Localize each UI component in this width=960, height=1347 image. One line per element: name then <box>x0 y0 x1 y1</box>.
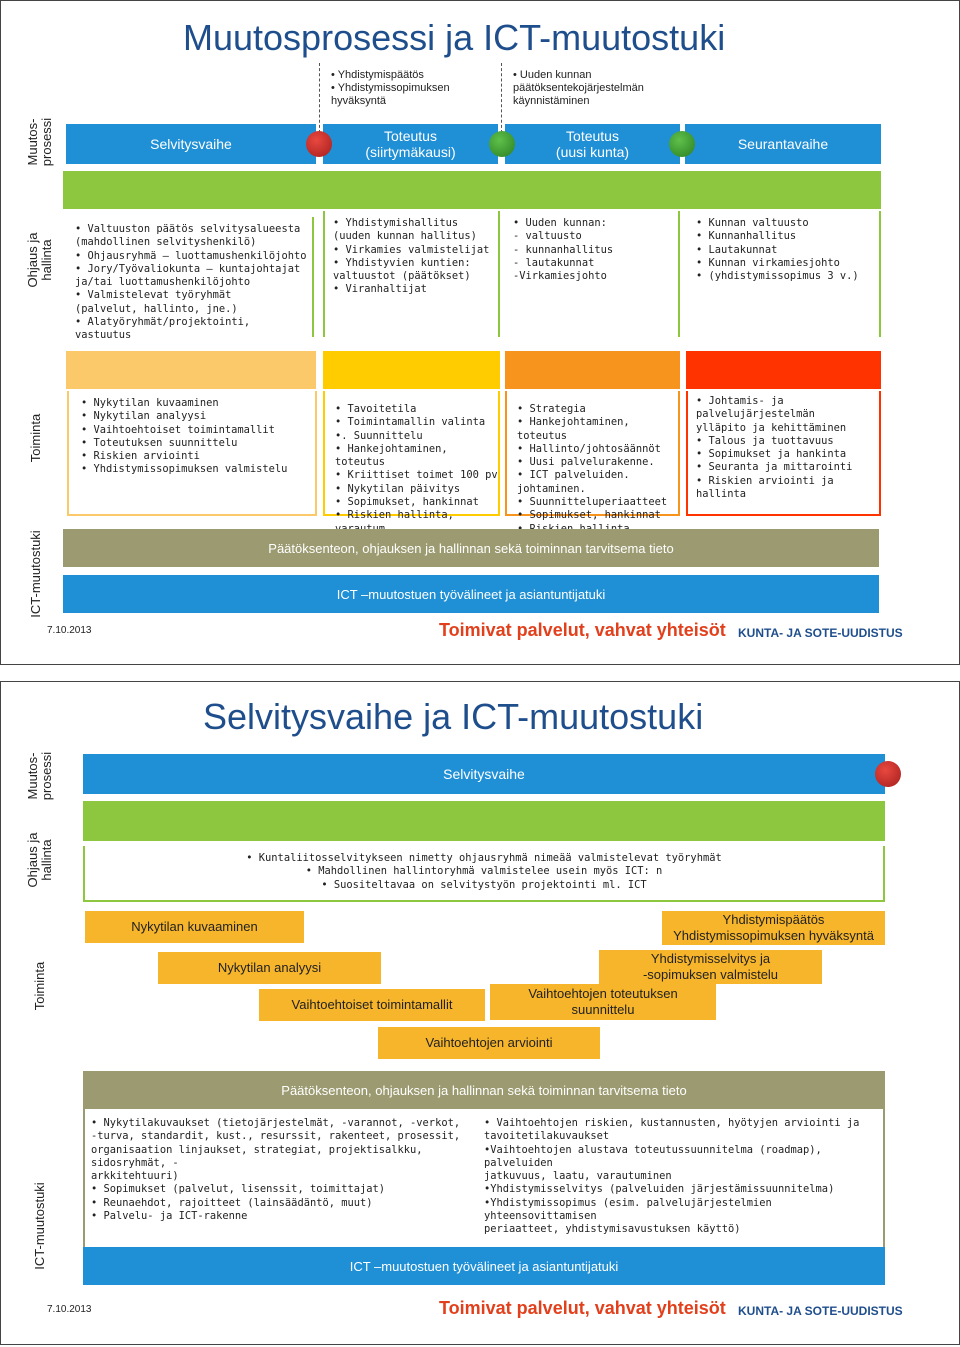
slide-1-brand: KUNTA- JA SOTE-UUDISTUS <box>738 626 903 640</box>
slide-2: Selvitysvaihe ja ICT-muutostuki Muutos- … <box>0 681 960 1345</box>
ict-frame <box>83 1109 885 1247</box>
slide-2-date: 7.10.2013 <box>47 1304 92 1315</box>
slide-1: Muutosprosessi ja ICT-muutostuki Muutos-… <box>0 0 960 665</box>
milestone-1-dot <box>306 131 332 157</box>
ict-left-text: • Nykytilakuvaukset (tietojärjestelmät, … <box>91 1117 461 1223</box>
phase-seurantavaihe: Seurantavaihe <box>685 124 881 164</box>
toiminta-bar-4 <box>686 351 881 389</box>
ohjaus-col-4: • Kunnan valtuusto • Kunnanhallitus • La… <box>686 211 881 337</box>
ict-right-text: • Vaihtoehtojen riskien, kustannusten, h… <box>484 1117 860 1236</box>
phase-toteutus-siirtyma: Toteutus (siirtymäkausi) <box>323 124 498 164</box>
slide-1-logo: Toimivat palvelut, vahvat yhteisöt <box>439 620 726 640</box>
toiminta-box-arviointi: Vaihtoehtojen arviointi <box>378 1027 600 1059</box>
toiminta-col-3: • Strategia • Hankejohtaminen, toteutus … <box>505 391 680 548</box>
ict-olive-bar-2: Päätöksenteon, ohjauksen ja hallinnan se… <box>83 1071 885 1109</box>
ohjaus-col-3: • Uuden kunnan: - valtuusto - kunnanhall… <box>505 211 680 337</box>
milestone-1-line <box>319 63 320 133</box>
toiminta-box-yhdistymisselvitys: Yhdistymisselvitys ja -sopimuksen valmis… <box>599 950 822 984</box>
ict-blue-bar: ICT –muutostuen työvälineet ja asiantunt… <box>63 575 879 613</box>
slide-1-date: 7.10.2013 <box>47 625 92 636</box>
milestone-2-line <box>501 63 502 133</box>
toiminta-col-4: • Johtamis- ja palvelujärjestelmän ylläp… <box>686 391 881 516</box>
slide-2-brand: KUNTA- JA SOTE-UUDISTUS <box>738 1304 903 1318</box>
toiminta-bar-2 <box>323 351 500 389</box>
toiminta-bar-3 <box>505 351 680 389</box>
toiminta-box-nykytilan-kuvaaminen: Nykytilan kuvaaminen <box>85 911 304 943</box>
ohjaus-green-bar-2 <box>83 801 885 841</box>
ohjaus-green-bar <box>63 171 881 209</box>
milestone-2-dot <box>489 131 515 157</box>
ohjaus-col-2: • Yhdistymishallitus (uuden kunnan halli… <box>323 211 500 337</box>
milestone-1-text: • Yhdistymispäätös • Yhdistymissopimukse… <box>331 69 450 107</box>
toiminta-box-nykytilan-analyysi: Nykytilan analyysi <box>158 952 381 984</box>
toiminta-box-toteutuksen-suunnittelu: Vaihtoehtojen toteutuksen suunnittelu <box>490 984 716 1020</box>
slide-2-title: Selvitysvaihe ja ICT-muutostuki <box>203 696 704 737</box>
row-label-ict-2: ICT-muutostuki <box>32 1182 47 1270</box>
row-label-muutosprosessi: Muutos- prosessi <box>25 117 54 167</box>
row-label-ict: ICT-muutostuki <box>28 530 43 618</box>
phase-toteutus-uusi: Toteutus (uusi kunta) <box>505 124 680 164</box>
phase-selvitysvaihe: Selvitysvaihe <box>66 124 316 164</box>
phase-selvitysvaihe-2: Selvitysvaihe <box>83 754 885 794</box>
row-label-ohjaus-2: Ohjaus ja hallinta <box>25 832 54 888</box>
row-label-muutosprosessi-2: Muutos- prosessi <box>25 751 54 801</box>
toiminta-box-yhdistymispaatos: Yhdistymispäätös Yhdistymissopimuksen hy… <box>662 911 885 945</box>
toiminta-bar-1 <box>66 351 316 389</box>
ohjaus-col-1: • Valtuuston päätös selvitysalueesta (ma… <box>69 217 314 341</box>
milestone-2-text: • Uuden kunnan päätöksentekojärjestelmän… <box>513 69 644 107</box>
ict-olive-bar: Päätöksenteon, ohjauksen ja hallinnan se… <box>63 529 879 567</box>
row-label-toiminta: Toiminta <box>28 413 43 463</box>
toiminta-col-1: • Nykytilan kuvaaminen • Nykytilan analy… <box>67 391 317 516</box>
toiminta-col-2: • Tavoitetila • Toimintamallin valinta •… <box>323 391 500 535</box>
milestone-dot-2 <box>875 761 901 787</box>
row-label-ohjaus: Ohjaus ja hallinta <box>25 232 54 288</box>
ohjaus-text-2: • Kuntaliitosselvitykseen nimetty ohjaus… <box>83 846 885 902</box>
row-label-toiminta-2: Toiminta <box>32 961 47 1011</box>
ict-blue-bar-2: ICT –muutostuen työvälineet ja asiantunt… <box>83 1247 885 1285</box>
toiminta-box-vaihtoehtoiset: Vaihtoehtoiset toimintamallit <box>259 989 485 1021</box>
milestone-3-dot <box>669 131 695 157</box>
slide-1-title: Muutosprosessi ja ICT-muutostuki <box>183 17 726 58</box>
slide-2-logo: Toimivat palvelut, vahvat yhteisöt <box>439 1298 726 1318</box>
